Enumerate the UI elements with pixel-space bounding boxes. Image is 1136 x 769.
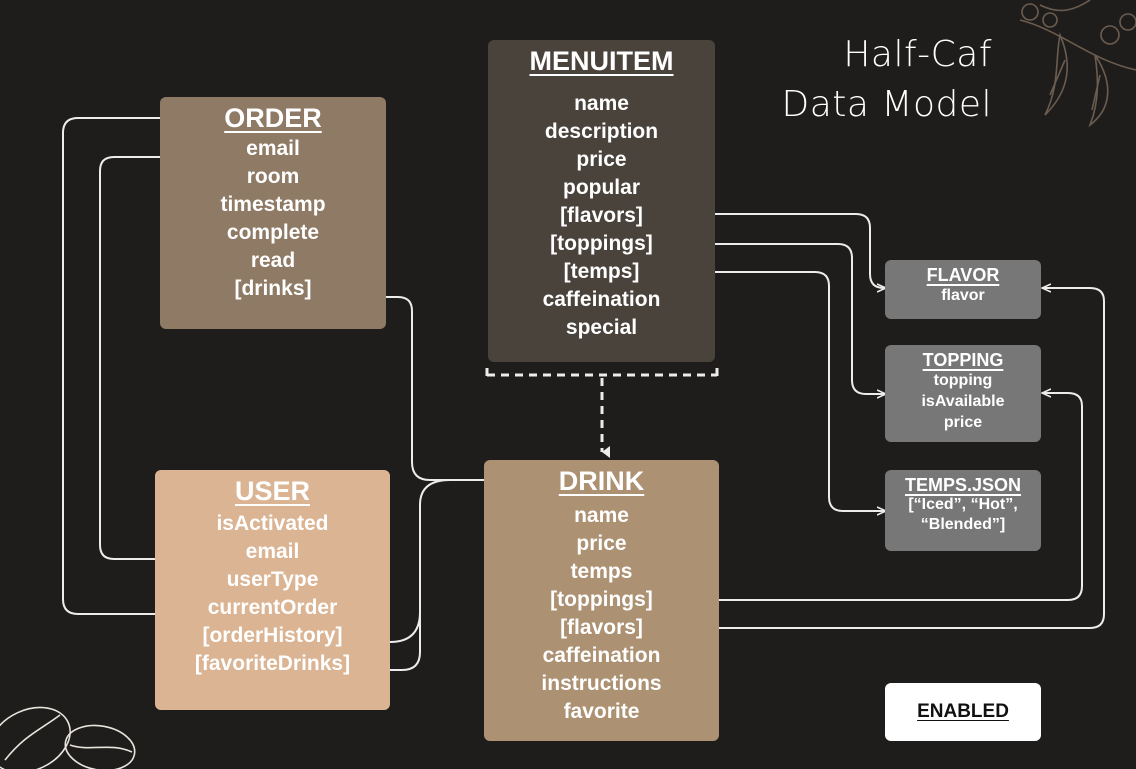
entity-title: TEMPS.JSON — [904, 475, 1022, 495]
field-current-order: currentOrder — [207, 596, 338, 619]
field-topping: topping — [933, 372, 993, 389]
entity-title: ORDER — [224, 103, 322, 133]
field-price: price — [943, 414, 983, 431]
field-flavor: flavor — [941, 287, 985, 304]
entity-title: FLAVOR — [926, 265, 1000, 285]
field-name: name — [574, 504, 629, 527]
heading-line-2: Data Model — [781, 84, 992, 125]
field-special: special — [565, 316, 638, 339]
entity-drink: DRINK name price temps [toppings] [flavo… — [484, 460, 719, 741]
entity-user: USER isActivated email userType currentO… — [155, 470, 390, 710]
field-instructions: instructions — [541, 672, 662, 695]
field-temps: temps — [570, 560, 633, 583]
field-is-activated: isActivated — [216, 512, 329, 535]
field-complete: complete — [226, 221, 320, 244]
field-description: description — [544, 120, 659, 143]
field-caffeination: caffeination — [542, 288, 661, 311]
entity-temps-json: TEMPS.JSON [“Iced”, “Hot”, “Blended”] — [885, 470, 1041, 551]
field-drinks: [drinks] — [234, 277, 312, 300]
field-read: read — [250, 249, 296, 272]
field-toppings: [toppings] — [550, 588, 653, 611]
entity-flavor: FLAVOR flavor — [885, 260, 1041, 319]
heading-line-1: Half-Caf — [843, 34, 992, 75]
coffee-branch-icon — [1019, 0, 1136, 128]
entity-title: MENUITEM — [529, 46, 674, 76]
field-name: name — [574, 92, 629, 115]
field-price: price — [576, 532, 627, 555]
field-user-type: userType — [226, 568, 319, 591]
field-favorite: favorite — [563, 700, 640, 723]
field-email: email — [245, 540, 300, 563]
field-email: email — [246, 137, 300, 160]
temps-values-line-1: [“Iced”, “Hot”, — [908, 496, 1018, 513]
field-flavors: [flavors] — [560, 616, 643, 639]
field-toppings: [toppings] — [550, 232, 653, 255]
coffee-beans-icon — [0, 706, 136, 769]
enabled-button[interactable]: ENABLED — [885, 683, 1041, 741]
field-temps: [temps] — [563, 260, 640, 283]
entity-order: ORDER email room timestamp complete read… — [160, 97, 386, 329]
entity-topping: TOPPING topping isAvailable price — [885, 345, 1041, 442]
field-order-history: [orderHistory] — [202, 624, 343, 647]
field-price: price — [576, 148, 627, 171]
field-favorite-drinks: [favoriteDrinks] — [194, 652, 351, 675]
entity-title: TOPPING — [922, 350, 1004, 370]
field-room: room — [246, 165, 300, 188]
entity-menuitem: MENUITEM name description price popular … — [488, 40, 715, 362]
temps-values-line-2: “Blended”] — [920, 516, 1006, 533]
field-is-available: isAvailable — [921, 393, 1005, 410]
field-popular: popular — [563, 176, 640, 199]
diagram-heading: Half-Caf Data Model — [760, 30, 992, 130]
entity-title: DRINK — [558, 466, 645, 496]
field-timestamp: timestamp — [220, 193, 326, 216]
entity-title: USER — [234, 476, 310, 506]
field-flavors: [flavors] — [560, 204, 643, 227]
field-caffeination: caffeination — [542, 644, 661, 667]
